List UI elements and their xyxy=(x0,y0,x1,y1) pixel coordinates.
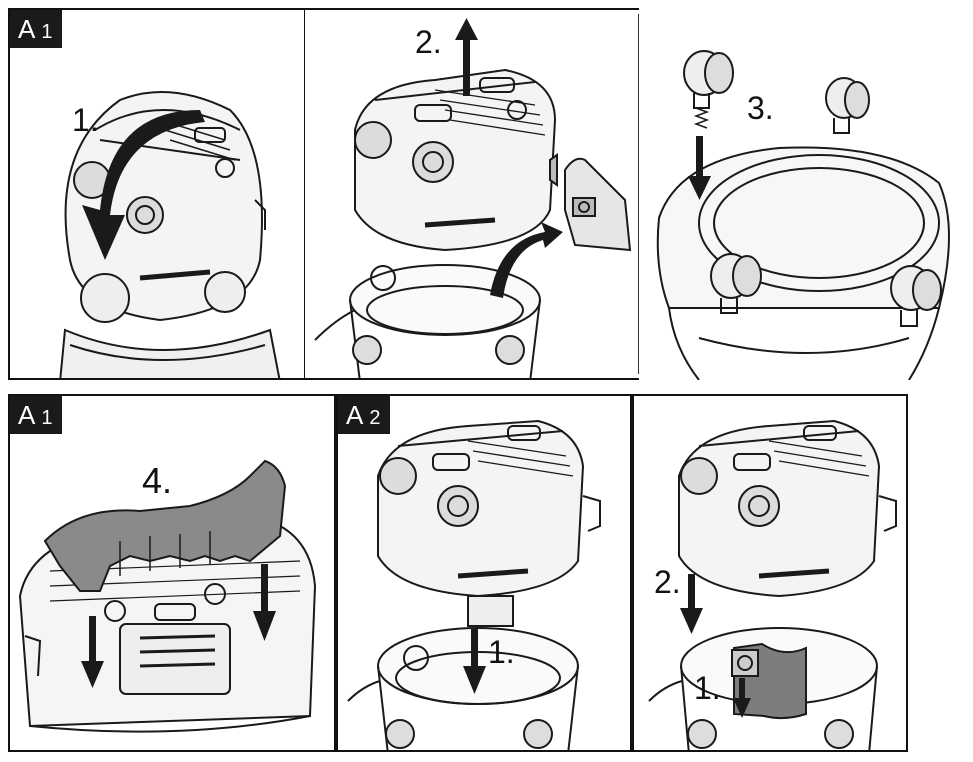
up-arrow-icon xyxy=(455,18,478,96)
panel-bottom-right: 2. 1. xyxy=(632,394,908,752)
container-wheels-illustration xyxy=(656,50,950,380)
badge-number: 1 xyxy=(41,407,53,429)
head-lower-illustration xyxy=(347,419,601,750)
step-number: 3. xyxy=(747,90,774,126)
step-number: 2. xyxy=(415,24,442,60)
step-number: 4. xyxy=(142,460,173,501)
down-arrow-icon xyxy=(688,136,711,200)
badge-letter: A xyxy=(18,400,36,430)
step-number: 1. xyxy=(72,102,99,138)
step-number: 1. xyxy=(488,634,515,670)
down-arrow-icon xyxy=(81,564,276,688)
divider xyxy=(638,14,639,374)
badge-number: 1 xyxy=(41,21,53,43)
panel-top-right: 3. xyxy=(639,8,965,380)
handle-part xyxy=(43,459,287,592)
badge-number: 2 xyxy=(369,407,381,429)
handle-attach-illustration xyxy=(18,459,317,733)
curved-arrow-icon xyxy=(490,222,563,298)
panel-top-middle: 2. xyxy=(305,8,639,380)
vacuum-head-illustration xyxy=(59,91,281,378)
badge-letter: A xyxy=(346,400,364,430)
down-arrow-icon xyxy=(680,574,751,718)
step-number: 1. xyxy=(694,670,721,706)
lift-head-illustration xyxy=(314,18,632,378)
badge-letter: A xyxy=(18,14,36,44)
step-number: 2. xyxy=(654,564,681,600)
rotate-arrow-icon xyxy=(82,110,205,260)
filter-bag-install-illustration xyxy=(648,419,897,750)
down-arrow-icon xyxy=(463,628,486,694)
